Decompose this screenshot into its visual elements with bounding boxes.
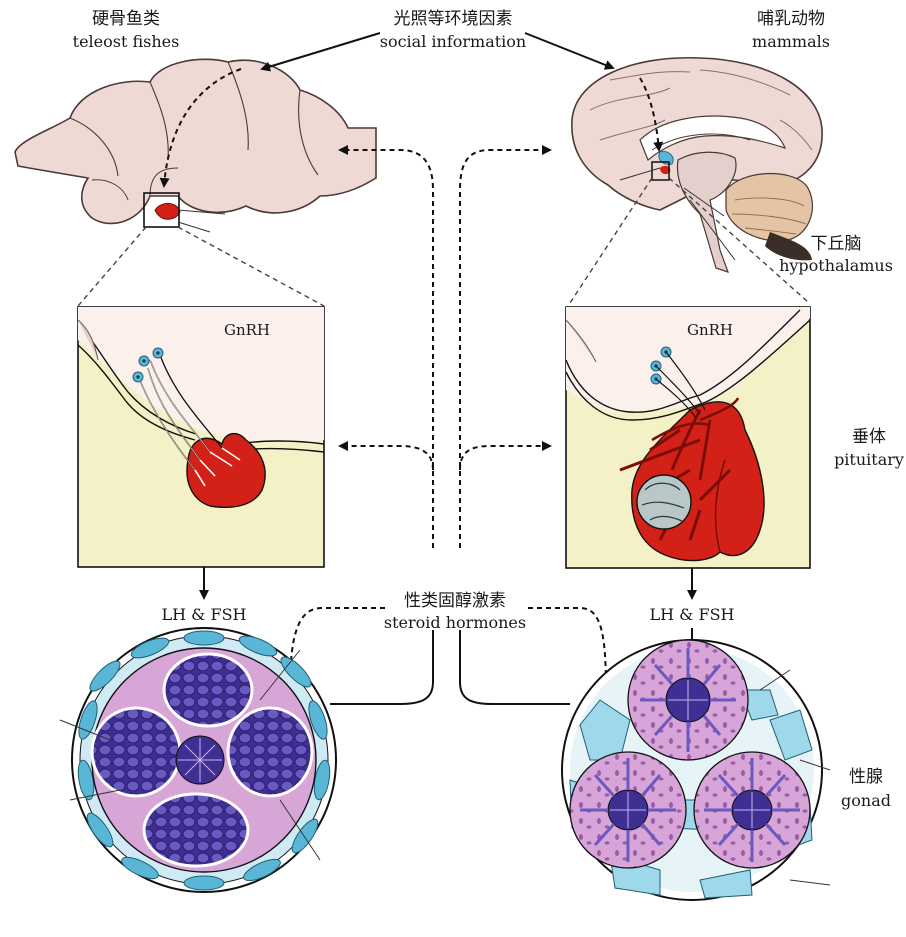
fish-gnrh-label: GnRH bbox=[224, 321, 270, 339]
mammal-lhfsh-label: LH & FSH bbox=[649, 605, 734, 624]
mammal-pituitary-panel: GnRH bbox=[566, 307, 810, 568]
fish-gonad bbox=[60, 628, 336, 892]
fish-label-en: teleost fishes bbox=[73, 32, 180, 51]
hypothalamus-label-en: hypothalamus bbox=[779, 256, 893, 275]
fish-pituitary-panel: GnRH bbox=[78, 307, 324, 567]
pituitary-label-en: pituitary bbox=[834, 450, 904, 469]
mammal-gonad bbox=[562, 640, 830, 900]
hypothalamus-label-zh: 下丘脑 bbox=[811, 234, 862, 254]
env-arrow-mammal bbox=[525, 33, 613, 68]
mammal-label-zh: 哺乳动物 bbox=[757, 9, 825, 29]
mammal-gonad-connector bbox=[460, 630, 570, 704]
pituitary-label-zh: 垂体 bbox=[852, 427, 886, 447]
gonad-label-en: gonad bbox=[841, 791, 891, 810]
steroid-label-en: steroid hormones bbox=[384, 613, 526, 632]
mammal-label-en: mammals bbox=[752, 32, 830, 51]
mammal-brain bbox=[572, 58, 822, 272]
fish-label-zh: 硬骨鱼类 bbox=[92, 9, 160, 29]
fish-brain bbox=[15, 59, 376, 232]
env-arrow-fish bbox=[262, 33, 380, 69]
mammal-gnrh-label: GnRH bbox=[687, 321, 733, 339]
fish-lhfsh-label: LH & FSH bbox=[161, 605, 246, 624]
env-factor-zh: 光照等环境因素 bbox=[394, 9, 513, 29]
steroid-label-zh: 性类固醇激素 bbox=[404, 591, 506, 611]
fish-zoom-lines bbox=[78, 227, 324, 306]
env-factor-en: social information bbox=[380, 32, 526, 51]
gonad-label-zh: 性腺 bbox=[849, 767, 883, 787]
fish-gonad-connector bbox=[330, 630, 433, 704]
